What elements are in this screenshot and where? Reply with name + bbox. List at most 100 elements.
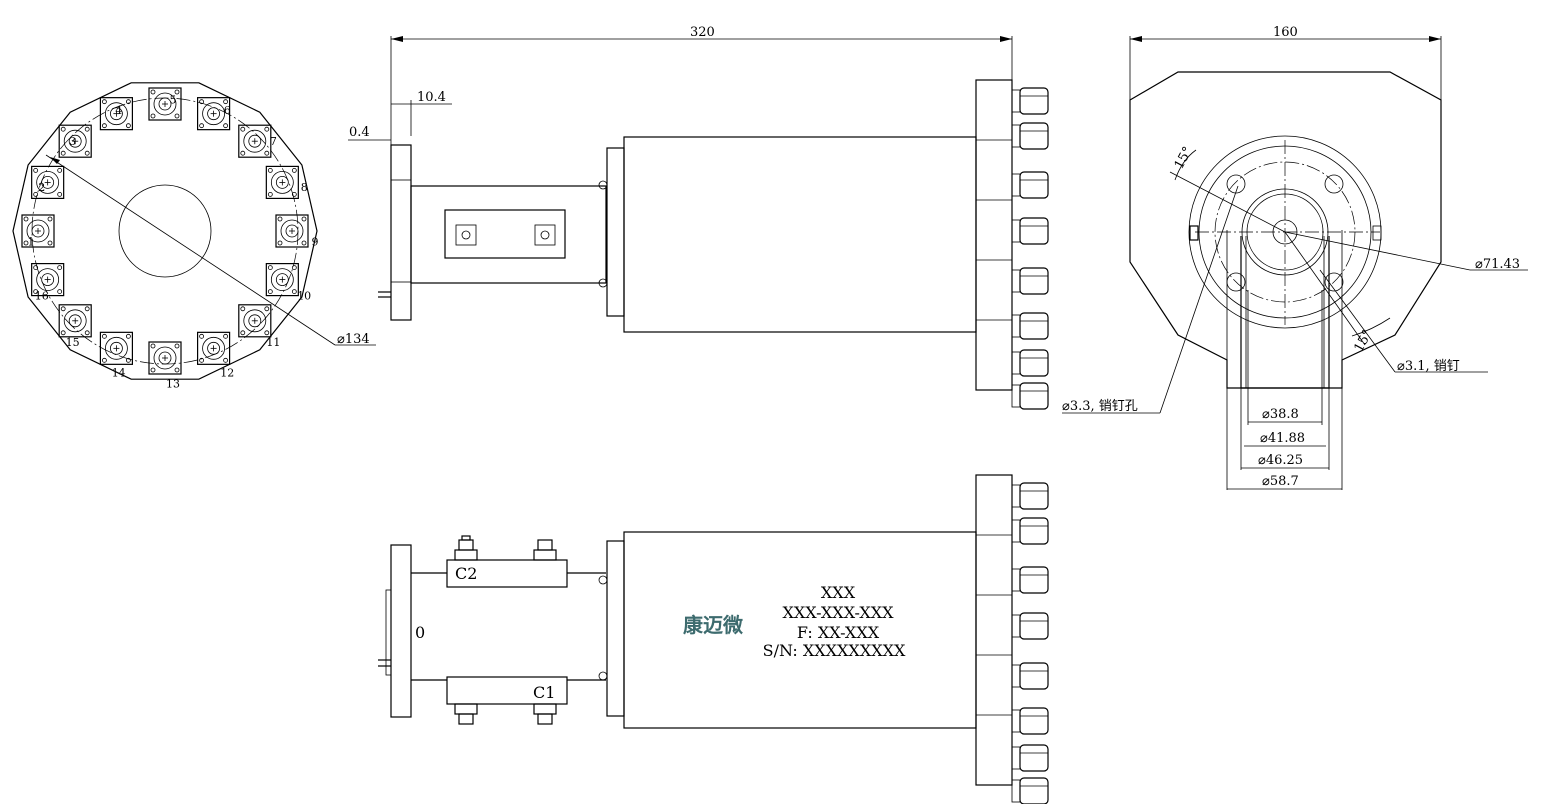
screw-hole — [150, 113, 156, 119]
screw-hole — [291, 265, 297, 271]
port-flange — [275, 214, 309, 248]
input-port-label: 0 — [415, 623, 425, 642]
port-ring — [104, 102, 128, 126]
screw-hole — [84, 126, 90, 132]
screw-hole — [33, 265, 39, 271]
screw-hole — [174, 367, 180, 373]
port-flange — [197, 331, 231, 365]
screw-hole — [33, 191, 39, 197]
dim-d2: ⌀41.88 — [1260, 431, 1305, 446]
leader-bolt-circle — [1284, 231, 1471, 271]
connector-nut — [1011, 173, 1021, 197]
port-center — [158, 351, 172, 365]
port-ring — [243, 309, 267, 333]
coupler-plate — [444, 209, 566, 259]
port-connector: 1 — [21, 214, 55, 248]
screw-hole — [57, 289, 63, 295]
connector-pin — [461, 230, 471, 240]
screw-hole — [60, 306, 66, 312]
screw-hole — [291, 167, 297, 173]
port-center — [41, 273, 55, 287]
screw-hole — [84, 306, 90, 312]
port-flange — [31, 263, 65, 297]
connector-nut — [1011, 269, 1021, 293]
collar — [606, 147, 625, 317]
port-flange — [265, 263, 299, 297]
port-connector: 14 — [99, 331, 133, 380]
port-connector: 12 — [197, 331, 234, 380]
connector-body — [1019, 777, 1049, 804]
connector-block — [975, 79, 1013, 391]
connector-nut — [1011, 89, 1021, 113]
bolt-hole — [1324, 272, 1344, 292]
bolt-hole — [1226, 174, 1246, 194]
port-connector: 4 — [99, 97, 133, 131]
screw-hole — [33, 167, 39, 173]
screw-hole — [240, 306, 246, 312]
nameplate-line1: XXX — [821, 583, 856, 602]
sma-connector — [458, 713, 474, 725]
screw-hole — [264, 150, 270, 156]
screw-hole — [23, 240, 29, 246]
screw-hole — [277, 240, 283, 246]
port-connector: 16 — [31, 263, 65, 303]
port-label: 1 — [28, 235, 35, 248]
port-center — [41, 175, 55, 189]
arrow-head — [1000, 36, 1012, 42]
port-label: 14 — [112, 367, 126, 380]
screw-hole — [199, 333, 205, 339]
connector-nut — [1011, 384, 1021, 408]
port-center — [109, 341, 123, 355]
screw-hole — [174, 113, 180, 119]
port-flange — [99, 331, 133, 365]
screw — [598, 278, 608, 288]
flange — [390, 544, 412, 718]
connector-nut — [1011, 519, 1021, 543]
port-ring — [270, 170, 294, 194]
port-label: 8 — [301, 181, 308, 194]
port-flange — [58, 304, 92, 338]
port-label: 16 — [35, 290, 49, 303]
screw-hole — [47, 240, 53, 246]
screw-hole — [223, 357, 229, 363]
sma-body — [533, 703, 557, 715]
port-flange — [58, 124, 92, 158]
pin-marker — [1372, 225, 1382, 241]
sma-body — [533, 549, 557, 561]
port-label: 5 — [170, 93, 177, 106]
screw-hole — [84, 150, 90, 156]
screw-hole — [277, 216, 283, 222]
port-label: 10 — [297, 290, 311, 303]
screw-hole — [101, 357, 107, 363]
connector-body — [1019, 312, 1049, 340]
screw-hole — [223, 99, 229, 105]
screw-hole — [199, 99, 205, 105]
connector-nut — [1011, 124, 1021, 148]
connector-body — [1019, 707, 1049, 735]
side-view-bottom: 0 C2 C1 康迈微 XXX XXX-XXX-XXX F: XX-XXX S/… — [378, 474, 1049, 804]
coupler-c1-label: C1 — [533, 683, 555, 702]
screw-hole — [267, 289, 273, 295]
connector-body — [1019, 744, 1049, 772]
port-ring — [63, 129, 87, 153]
port-center — [248, 134, 262, 148]
housing-outline — [1129, 71, 1442, 389]
port-connector: 2 — [31, 165, 65, 199]
port-label: 7 — [270, 135, 277, 148]
connector-body — [1019, 382, 1049, 410]
screw-hole — [264, 126, 270, 132]
port-ring — [36, 268, 60, 292]
port-center — [207, 341, 221, 355]
angle-arc — [1174, 149, 1197, 181]
screw — [598, 671, 608, 681]
port-connector: 11 — [238, 304, 280, 349]
screw-hole — [291, 191, 297, 197]
screw-hole — [125, 123, 131, 129]
port-connector: 15 — [58, 304, 92, 349]
port-flange — [21, 214, 55, 248]
waveguide-slot-inner — [1245, 236, 1325, 388]
screw-hole — [240, 330, 246, 336]
connector-nut — [1011, 664, 1021, 688]
waveguide-slot — [1240, 236, 1330, 389]
